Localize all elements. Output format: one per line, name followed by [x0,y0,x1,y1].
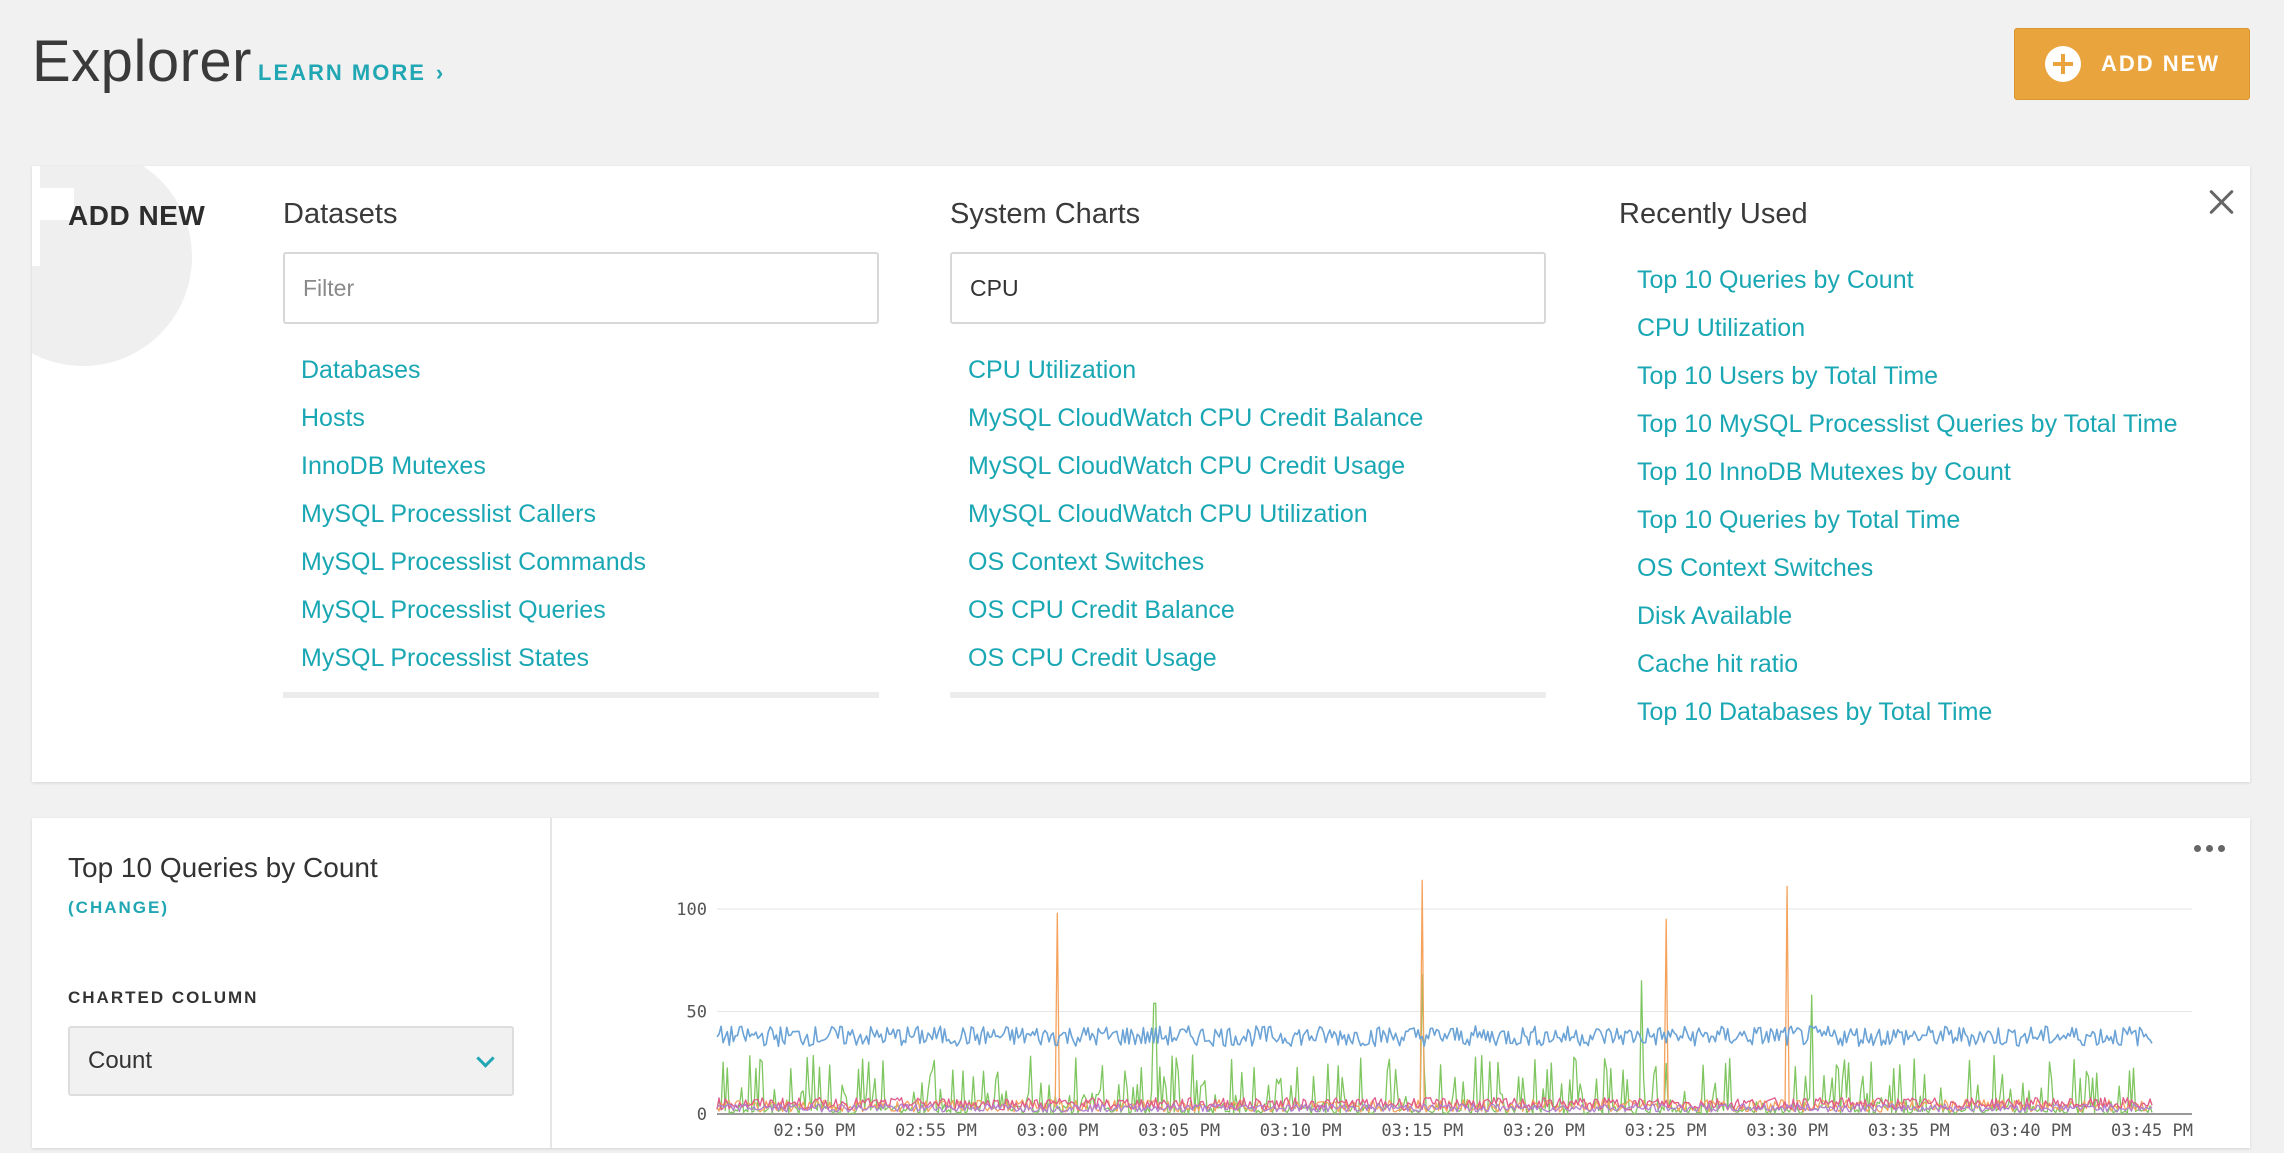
recent-item[interactable]: Top 10 Queries by Count [1637,266,1914,294]
recently-used-list: Top 10 Queries by Count CPU Utilization … [1619,256,2239,736]
dataset-item[interactable]: InnoDB Mutexes [301,452,486,480]
x-tick-label: 02:50 PM [773,1121,855,1141]
dataset-item[interactable]: Hosts [301,404,365,432]
x-tick-label: 02:55 PM [895,1121,977,1141]
line-chart[interactable]: 0 50 100 02:50 PM 02:55 PM 03:00 PM 03:05 PM 03… [632,858,2232,1148]
add-new-panel-label: ADD NEW [68,200,206,231]
system-charts-list-scrollbar[interactable] [950,692,1546,698]
chart-settings-sidebar: Top 10 Queries by Count (CHANGE) CHARTED… [32,818,552,1148]
series-line[interactable] [716,973,2153,1115]
datasets-list: Databases Hosts InnoDB Mutexes MySQL Pro… [283,346,879,682]
page-title: Explorer [32,29,252,94]
x-tick-label: 03:45 PM [2111,1121,2193,1141]
system-chart-item[interactable]: OS CPU Credit Usage [968,644,1217,672]
series-line[interactable] [716,879,2153,1113]
dataset-item[interactable]: MySQL Processlist Commands [301,548,646,576]
chevron-right-icon: › [435,60,446,85]
learn-more-label: LEARN MORE [258,60,426,85]
charted-column-select[interactable]: Count [68,1026,514,1096]
chart-svg: 0 50 100 02:50 PM 02:55 PM 03:00 PM 03:05 PM 03… [676,879,2193,1141]
y-tick-label: 0 [697,1105,707,1125]
datasets-column: Datasets Databases Hosts InnoDB Mutexes … [283,198,879,698]
system-charts-list: CPU Utilization MySQL CloudWatch CPU Cre… [950,346,1546,682]
series-line[interactable] [716,1096,2153,1111]
datasets-heading: Datasets [283,198,398,230]
system-chart-item[interactable]: OS Context Switches [968,548,1205,576]
system-charts-heading: System Charts [950,198,1141,230]
x-tick-label: 03:00 PM [1017,1121,1099,1141]
recent-item[interactable]: Top 10 Users by Total Time [1637,362,1939,390]
charted-column-label: CHARTED COLUMN [68,988,259,1007]
change-chart-link[interactable]: (CHANGE) [68,898,169,917]
add-new-button-label: ADD NEW [2101,51,2221,76]
system-chart-item[interactable]: CPU Utilization [968,356,1137,384]
y-tick-label: 100 [676,900,707,920]
dataset-item[interactable]: Databases [301,356,421,384]
system-chart-item[interactable]: MySQL CloudWatch CPU Utilization [968,500,1368,528]
series-line[interactable] [716,1103,2153,1113]
system-chart-item[interactable]: OS CPU Credit Balance [968,596,1235,624]
plus-circle-icon [2045,46,2081,82]
recent-item[interactable]: Disk Available [1637,602,1793,630]
datasets-filter-input[interactable] [283,252,879,324]
x-tick-label: 03:35 PM [1868,1121,1950,1141]
system-chart-item[interactable]: MySQL CloudWatch CPU Credit Balance [968,404,1424,432]
system-charts-column: System Charts CPU Utilization MySQL Clou… [950,198,1546,698]
x-tick-label: 03:15 PM [1381,1121,1463,1141]
system-chart-item[interactable]: MySQL CloudWatch CPU Credit Usage [968,452,1406,480]
learn-more-link[interactable]: LEARN MORE › [258,60,445,86]
recent-item[interactable]: Top 10 InnoDB Mutexes by Count [1637,458,2011,486]
chevron-down-icon [476,1049,495,1068]
x-tick-label: 03:30 PM [1746,1121,1828,1141]
add-new-button[interactable]: ADD NEW [2014,28,2250,100]
dataset-item[interactable]: MySQL Processlist Queries [301,596,606,624]
dataset-item[interactable]: MySQL Processlist States [301,644,590,672]
x-tick-label: 03:20 PM [1503,1121,1585,1141]
recently-used-heading: Recently Used [1619,198,1808,230]
dataset-item[interactable]: MySQL Processlist Callers [301,500,596,528]
x-tick-label: 03:10 PM [1260,1121,1342,1141]
x-tick-label: 03:40 PM [1989,1121,2071,1141]
plus-watermark-icon [32,166,192,366]
y-tick-label: 50 [687,1003,707,1023]
x-tick-label: 03:05 PM [1138,1121,1220,1141]
recently-used-column: Recently Used Top 10 Queries by Count CP… [1619,198,2239,736]
recent-item[interactable]: Top 10 MySQL Processlist Queries by Tota… [1637,410,2178,438]
chart-card: Top 10 Queries by Count (CHANGE) CHARTED… [32,818,2250,1148]
charted-column-value: Count [88,1047,153,1074]
datasets-list-scrollbar[interactable] [283,692,879,698]
recent-item[interactable]: OS Context Switches [1637,554,1874,582]
page-header: Explorer LEARN MORE › ADD NEW [0,0,2284,130]
more-horizontal-icon[interactable] [2194,840,2230,856]
chart-title: Top 10 Queries by Count [68,852,378,883]
system-charts-filter-input[interactable] [950,252,1546,324]
x-tick-label: 03:25 PM [1625,1121,1707,1141]
recent-item[interactable]: Top 10 Databases by Total Time [1637,698,1993,726]
recent-item[interactable]: Top 10 Queries by Total Time [1637,506,1961,534]
series-line[interactable] [716,1025,2153,1048]
recent-item[interactable]: Cache hit ratio [1637,650,1799,678]
add-new-panel: ADD NEW Datasets Databases Hosts InnoDB … [32,166,2250,782]
recent-item[interactable]: CPU Utilization [1637,314,1806,342]
